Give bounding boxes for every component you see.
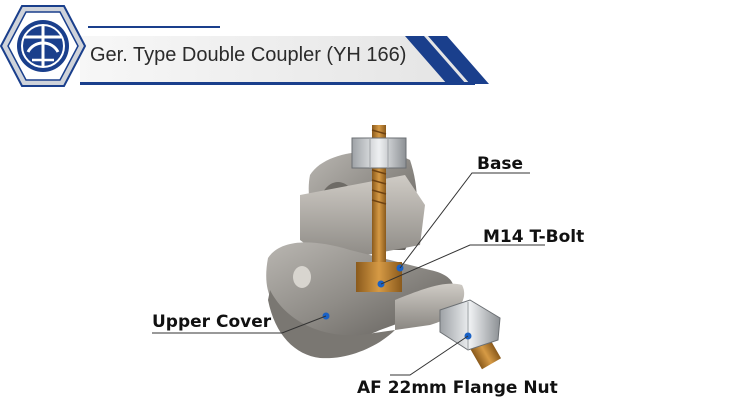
callout-label-flange-nut: AF 22mm Flange Nut xyxy=(357,378,558,398)
top-nut xyxy=(351,137,407,169)
callout-line-t-bolt xyxy=(380,244,545,285)
callout-line-base xyxy=(399,172,530,269)
header-stripe xyxy=(428,36,489,84)
page-title: Ger. Type Double Coupler (YH 166) xyxy=(90,44,407,66)
callout-label-base: Base xyxy=(477,154,524,174)
header-stripe xyxy=(405,36,466,84)
callout-label-upper-cover: Upper Cover xyxy=(152,312,272,332)
header-bottom-rule xyxy=(80,82,475,85)
header-banner: Ger. Type Double Coupler (YH 166) xyxy=(0,0,750,100)
header-top-rule xyxy=(88,26,220,28)
title-band xyxy=(80,36,470,82)
hexagon-logo-icon xyxy=(0,5,87,87)
coupler-base xyxy=(300,151,425,262)
callout-line-upper-cover xyxy=(152,315,327,334)
callout-line-flange-nut xyxy=(390,335,469,376)
header-graphic xyxy=(0,5,489,87)
coupler-upper-cover xyxy=(266,242,465,359)
callout-label-t-bolt: M14 T-Bolt xyxy=(483,227,585,247)
flange-nut xyxy=(439,299,502,370)
